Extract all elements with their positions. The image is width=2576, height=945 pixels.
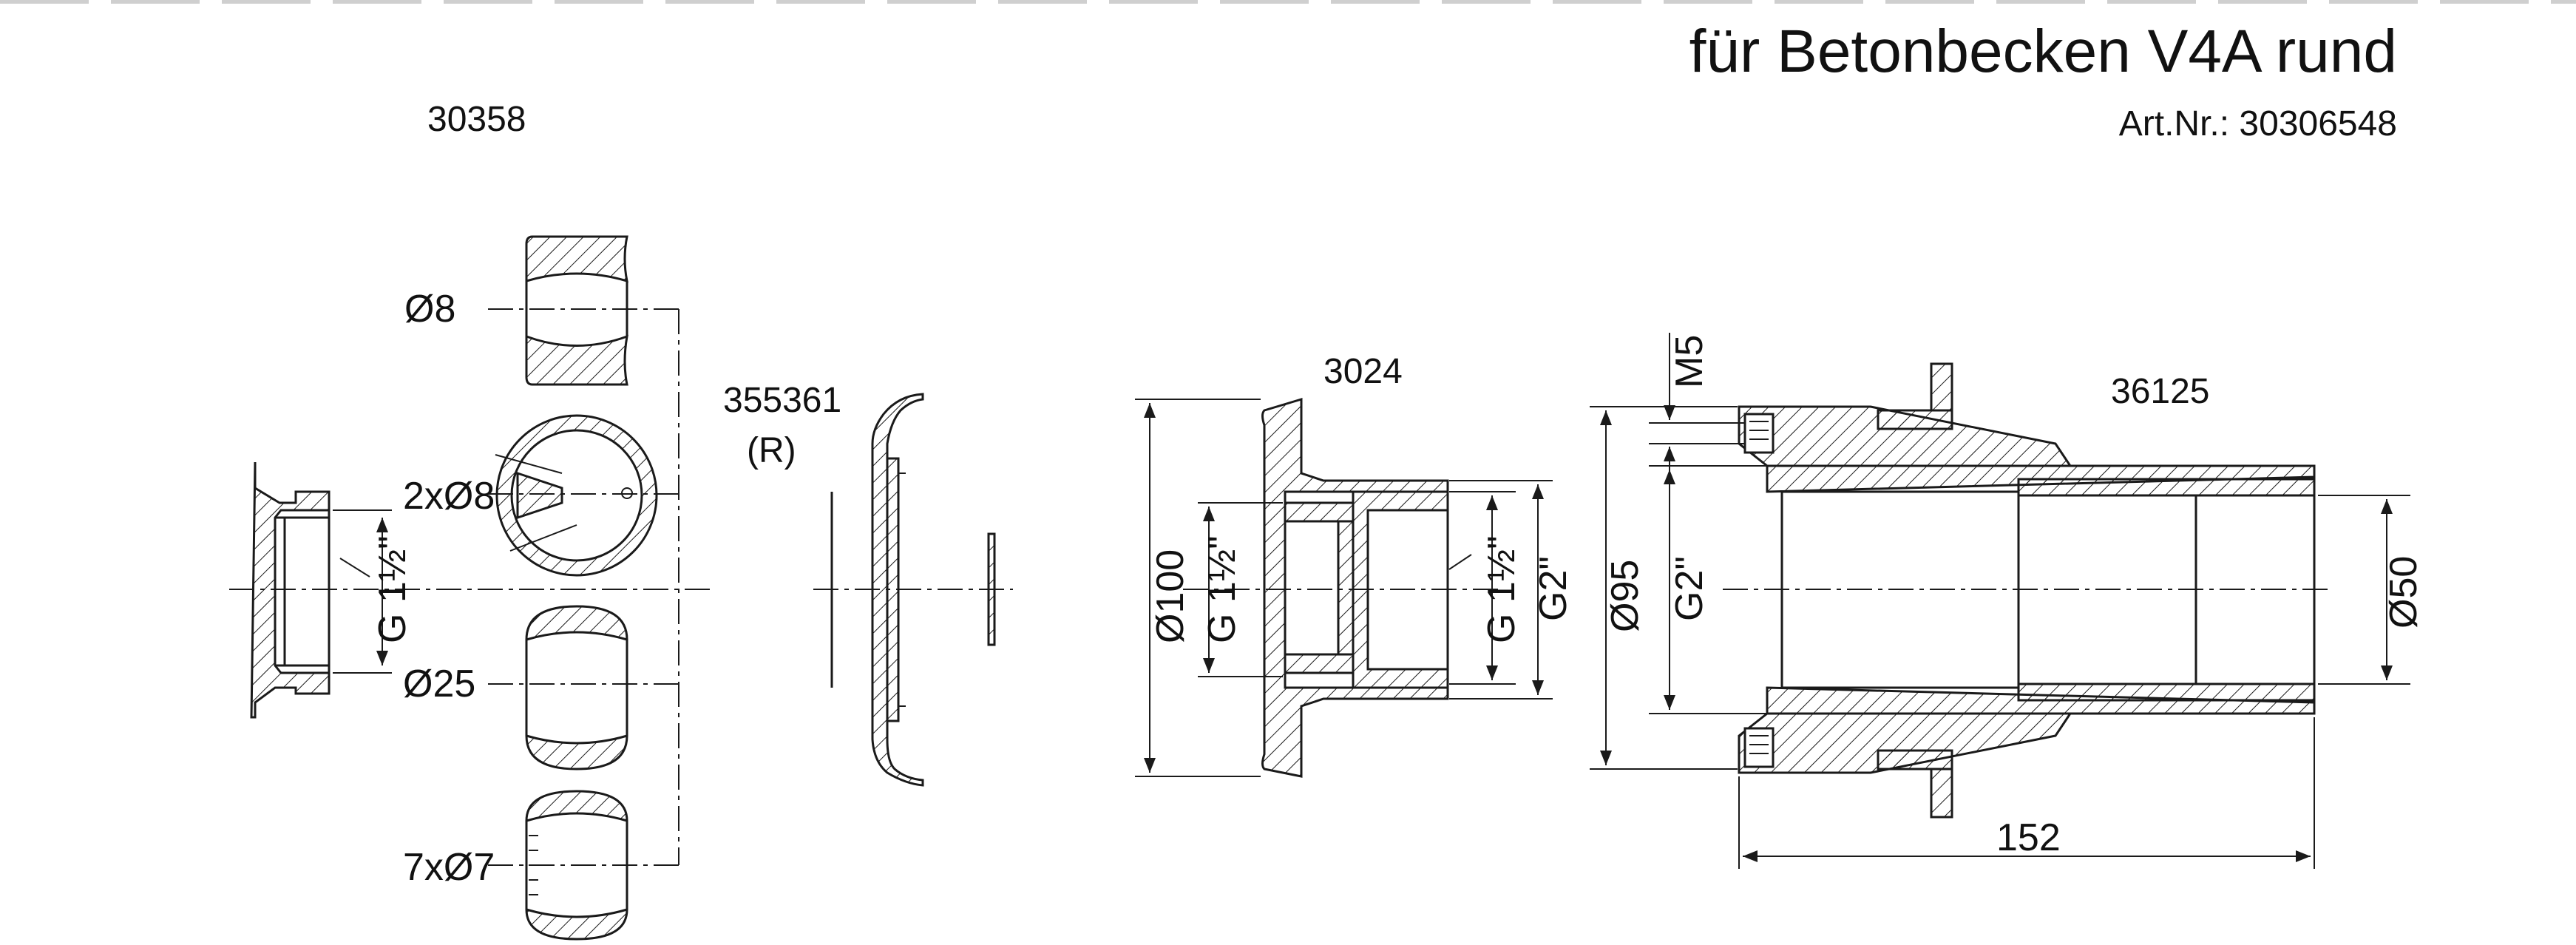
housing-part-36125 [1590,333,2410,869]
dimension-g2-right: G2" [1668,556,1711,621]
nozzle-section-2 [495,414,658,577]
part-label-36125: 36125 [2111,372,2209,411]
nozzle-section-4 [525,790,628,941]
dimension-g2-mid: G2" [1532,556,1575,621]
adapter-part-3024 [1135,397,1553,778]
part-label-30358: 30358 [427,100,526,139]
dimension-g1half-mid-a: G 1½" [1201,535,1244,643]
dimension-d8: Ø8 [404,288,455,331]
nozzle-center-lines [488,308,684,866]
cover-part-355361 [813,393,1013,787]
dimension-7xd7: 7xØ7 [403,846,495,889]
part-label-3024: 3024 [1323,352,1403,391]
dimension-g1half-left: G 1½" [371,535,414,643]
part-label-355361-note: (R) [747,431,796,470]
left-flange-part [229,461,710,719]
nozzle-section-3 [525,605,628,770]
nozzle-section-1 [525,235,628,386]
dimension-2xd8: 2xØ8 [403,475,495,518]
drawing-title: für Betonbecken V4A rund [1689,18,2397,85]
article-number: Art.Nr.: 30306548 [2119,104,2397,143]
part-label-355361: 355361 [723,381,841,420]
dimension-d100: Ø100 [1149,549,1192,643]
dimension-length-152: 152 [1996,816,2061,859]
dimension-m5: M5 [1668,335,1711,388]
dimension-g1half-mid-b: G 1½" [1480,535,1523,643]
dimension-d50: Ø50 [2382,556,2425,629]
dimension-d95: Ø95 [1604,560,1647,632]
dimension-d25: Ø25 [403,663,475,705]
